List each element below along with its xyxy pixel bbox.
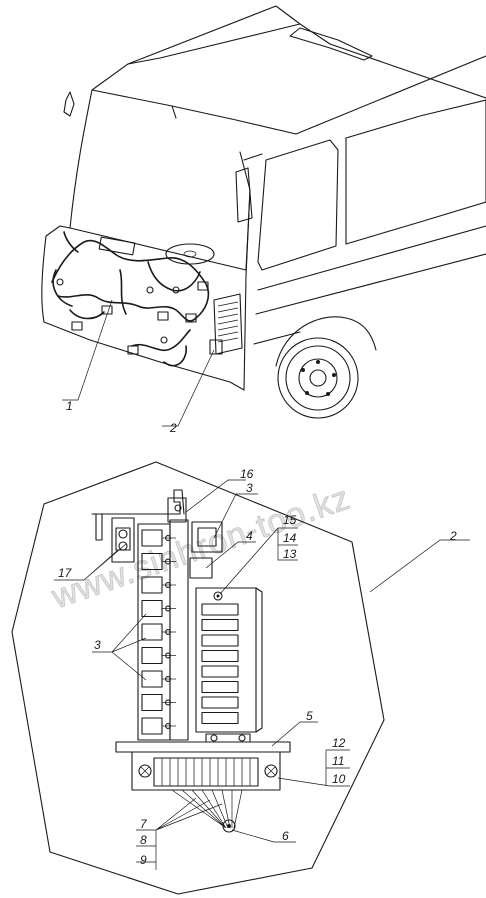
right-fuse-stack — [201, 603, 239, 725]
callout-9: 9 — [140, 853, 147, 867]
relay-icon — [141, 576, 176, 594]
callout-5: 5 — [306, 709, 313, 723]
relay-icon — [141, 693, 176, 712]
callout-13: 13 — [283, 547, 297, 561]
callout-3-left: 3 — [94, 638, 101, 652]
fuse-icon — [201, 618, 239, 632]
callout-16: 16 — [240, 467, 254, 481]
callout-17: 17 — [58, 566, 73, 580]
callout-6: 6 — [282, 829, 289, 843]
callout-15: 15 — [283, 513, 297, 527]
callout-8: 8 — [140, 833, 147, 847]
detail-outline — [11, 461, 385, 895]
relay-icon — [141, 599, 176, 618]
fuse-icon — [201, 649, 239, 663]
fuse-icon — [201, 696, 239, 709]
callout-12: 12 — [332, 736, 346, 750]
relay-icon — [141, 717, 176, 735]
fuse-icon — [201, 680, 239, 694]
callout-7: 7 — [140, 817, 148, 831]
callout-4: 4 — [246, 529, 253, 543]
fuse-icon — [201, 711, 239, 725]
relay-box-on-vehicle — [209, 293, 243, 355]
callout-14: 14 — [283, 531, 297, 545]
callout-10: 10 — [332, 772, 346, 786]
relay-fuse-block-icon — [91, 489, 291, 833]
callout-3-top: 3 — [246, 481, 253, 495]
wiring-harness-icon — [51, 231, 210, 367]
relay-icon — [141, 552, 176, 571]
callout-2: 2 — [169, 421, 177, 435]
relay-icon — [141, 529, 176, 547]
relay-icon — [141, 623, 176, 641]
fuse-icon — [201, 634, 239, 647]
left-relay-stack — [141, 529, 176, 735]
relay-icon — [141, 646, 176, 665]
vehicle-cab — [41, 5, 486, 419]
callout-2-detail: 2 — [449, 529, 457, 543]
callout-1: 1 — [66, 399, 73, 413]
relay-icon — [141, 670, 176, 688]
fuse-icon — [201, 665, 239, 678]
watermark: www.sinhron-too.kz — [46, 479, 355, 617]
fuse-icon — [201, 603, 239, 616]
callout-11: 11 — [332, 754, 344, 768]
